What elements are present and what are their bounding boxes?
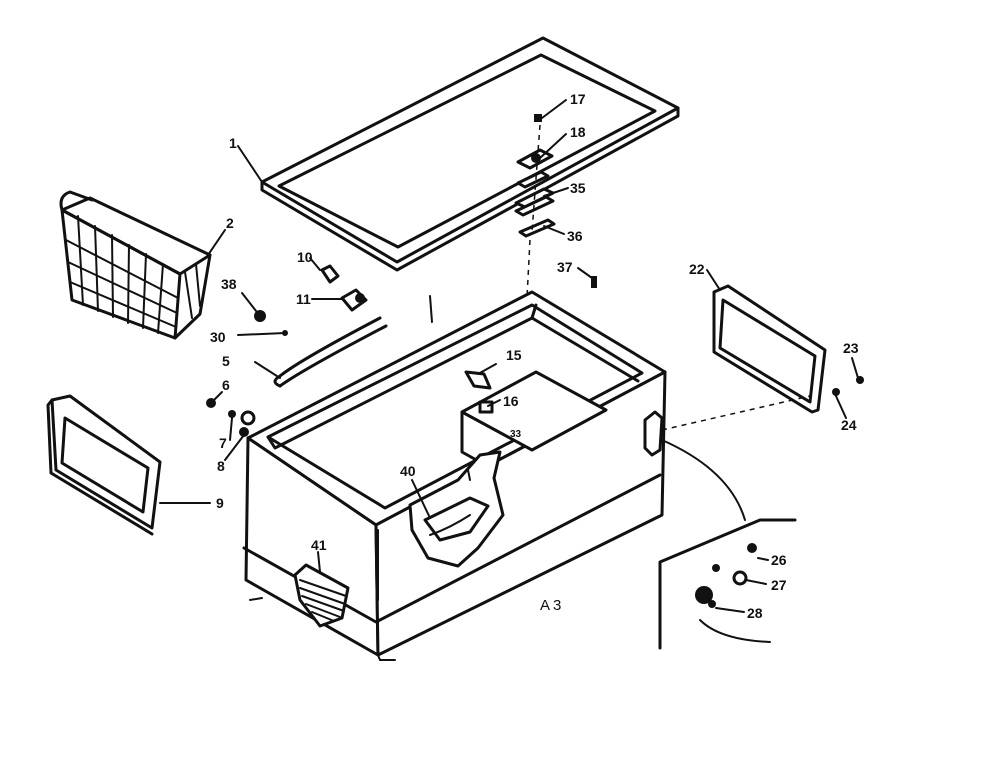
callout-23: 23 bbox=[843, 340, 859, 356]
callout-7: 7 bbox=[219, 435, 227, 451]
detail-inset bbox=[658, 439, 797, 650]
callout-17: 17 bbox=[570, 91, 586, 107]
callout-9: 9 bbox=[216, 495, 224, 511]
side-panel-right bbox=[712, 284, 827, 414]
callout-33: 33 bbox=[510, 429, 522, 440]
callout-16: 16 bbox=[503, 393, 519, 409]
chest-body bbox=[242, 290, 667, 661]
callout-2: 2 bbox=[226, 215, 234, 231]
callout-41: 41 bbox=[311, 537, 327, 553]
callout-18: 18 bbox=[570, 124, 586, 140]
figure-caption: A3 bbox=[540, 597, 565, 614]
callout-6: 6 bbox=[222, 377, 230, 393]
callout-11: 11 bbox=[296, 291, 311, 307]
lid bbox=[260, 36, 680, 272]
callout-38: 38 bbox=[221, 276, 237, 292]
callout-35: 35 bbox=[570, 180, 586, 196]
callout-36: 36 bbox=[567, 228, 583, 244]
callout-37: 37 bbox=[557, 259, 573, 275]
callout-26: 26 bbox=[771, 552, 787, 568]
callout-5: 5 bbox=[222, 353, 230, 369]
callout-22: 22 bbox=[689, 261, 705, 277]
callout-24: 24 bbox=[841, 417, 857, 433]
leader-lines bbox=[159, 99, 859, 613]
callout-15: 15 bbox=[506, 347, 522, 363]
callout-8: 8 bbox=[217, 458, 225, 474]
callout-28: 28 bbox=[747, 605, 763, 621]
callout-10: 10 bbox=[297, 249, 313, 265]
side-panel-left bbox=[46, 394, 162, 536]
callout-1: 1 bbox=[229, 135, 237, 151]
wire-basket bbox=[59, 190, 212, 340]
lid-hinge-parts bbox=[514, 114, 556, 433]
callout-40: 40 bbox=[400, 463, 416, 479]
callout-30: 30 bbox=[210, 329, 226, 345]
callout-27: 27 bbox=[771, 577, 787, 593]
